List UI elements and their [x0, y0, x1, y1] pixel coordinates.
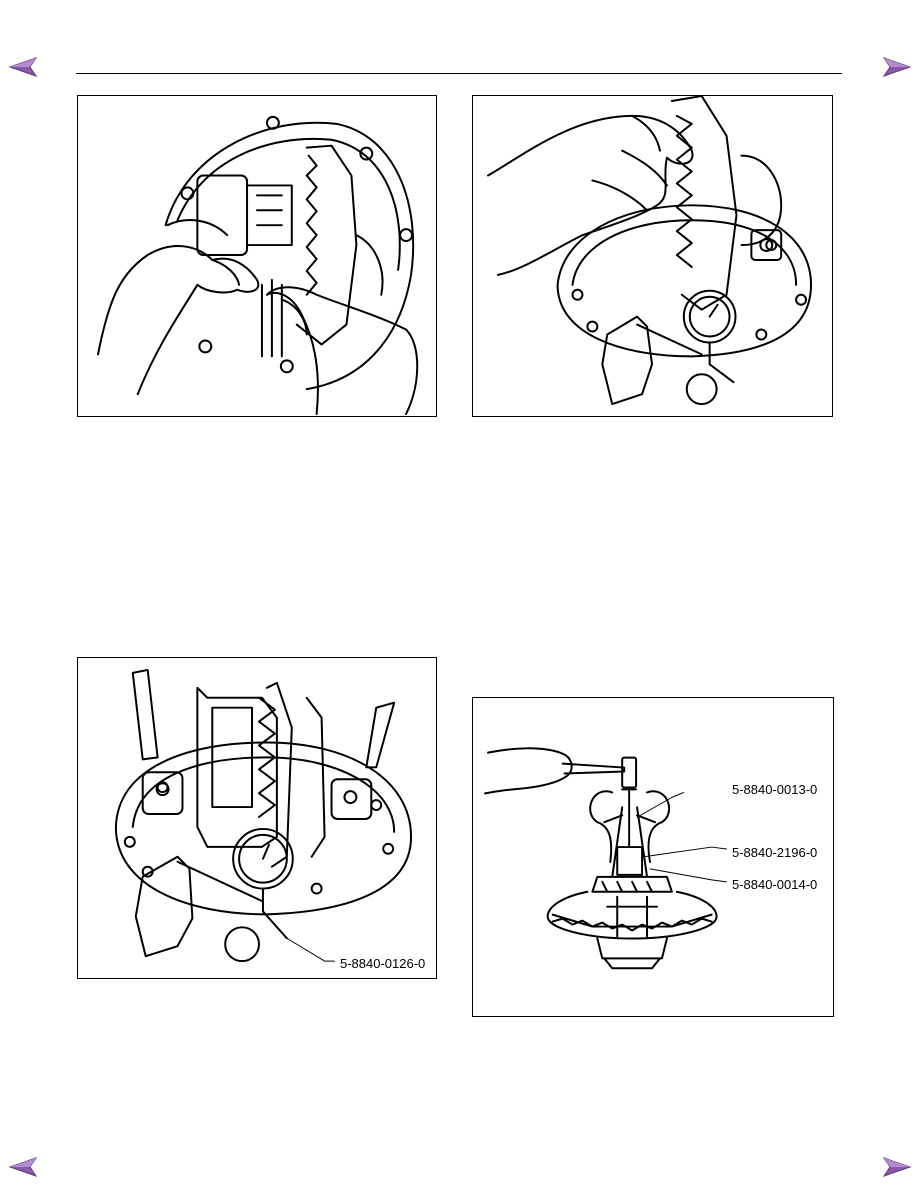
- prev-page-arrow-icon[interactable]: [8, 1156, 38, 1178]
- header-rule: [76, 73, 842, 74]
- next-page-arrow-icon[interactable]: [882, 1156, 912, 1178]
- part-number-callout: 5-8840-0013-0: [732, 782, 818, 797]
- next-page-arrow-icon[interactable]: [882, 56, 912, 78]
- figure-bearing-puller: 5-8840-0013-0 5-8840-2196-0 5-8840-0014-…: [472, 697, 834, 1017]
- part-number-callout: 5-8840-2196-0: [732, 845, 818, 860]
- part-number-callout: 5-8840-0126-0: [340, 956, 426, 971]
- figure-ring-gear-hand-inspection: [77, 95, 437, 417]
- part-number-callout: 5-8840-0014-0: [732, 877, 818, 892]
- prev-page-arrow-icon[interactable]: [8, 56, 38, 78]
- figure-dial-gauge-backlash: 5-8840-0126-0: [77, 657, 437, 979]
- figure-dial-gauge-ring-gear-runout: [472, 95, 833, 417]
